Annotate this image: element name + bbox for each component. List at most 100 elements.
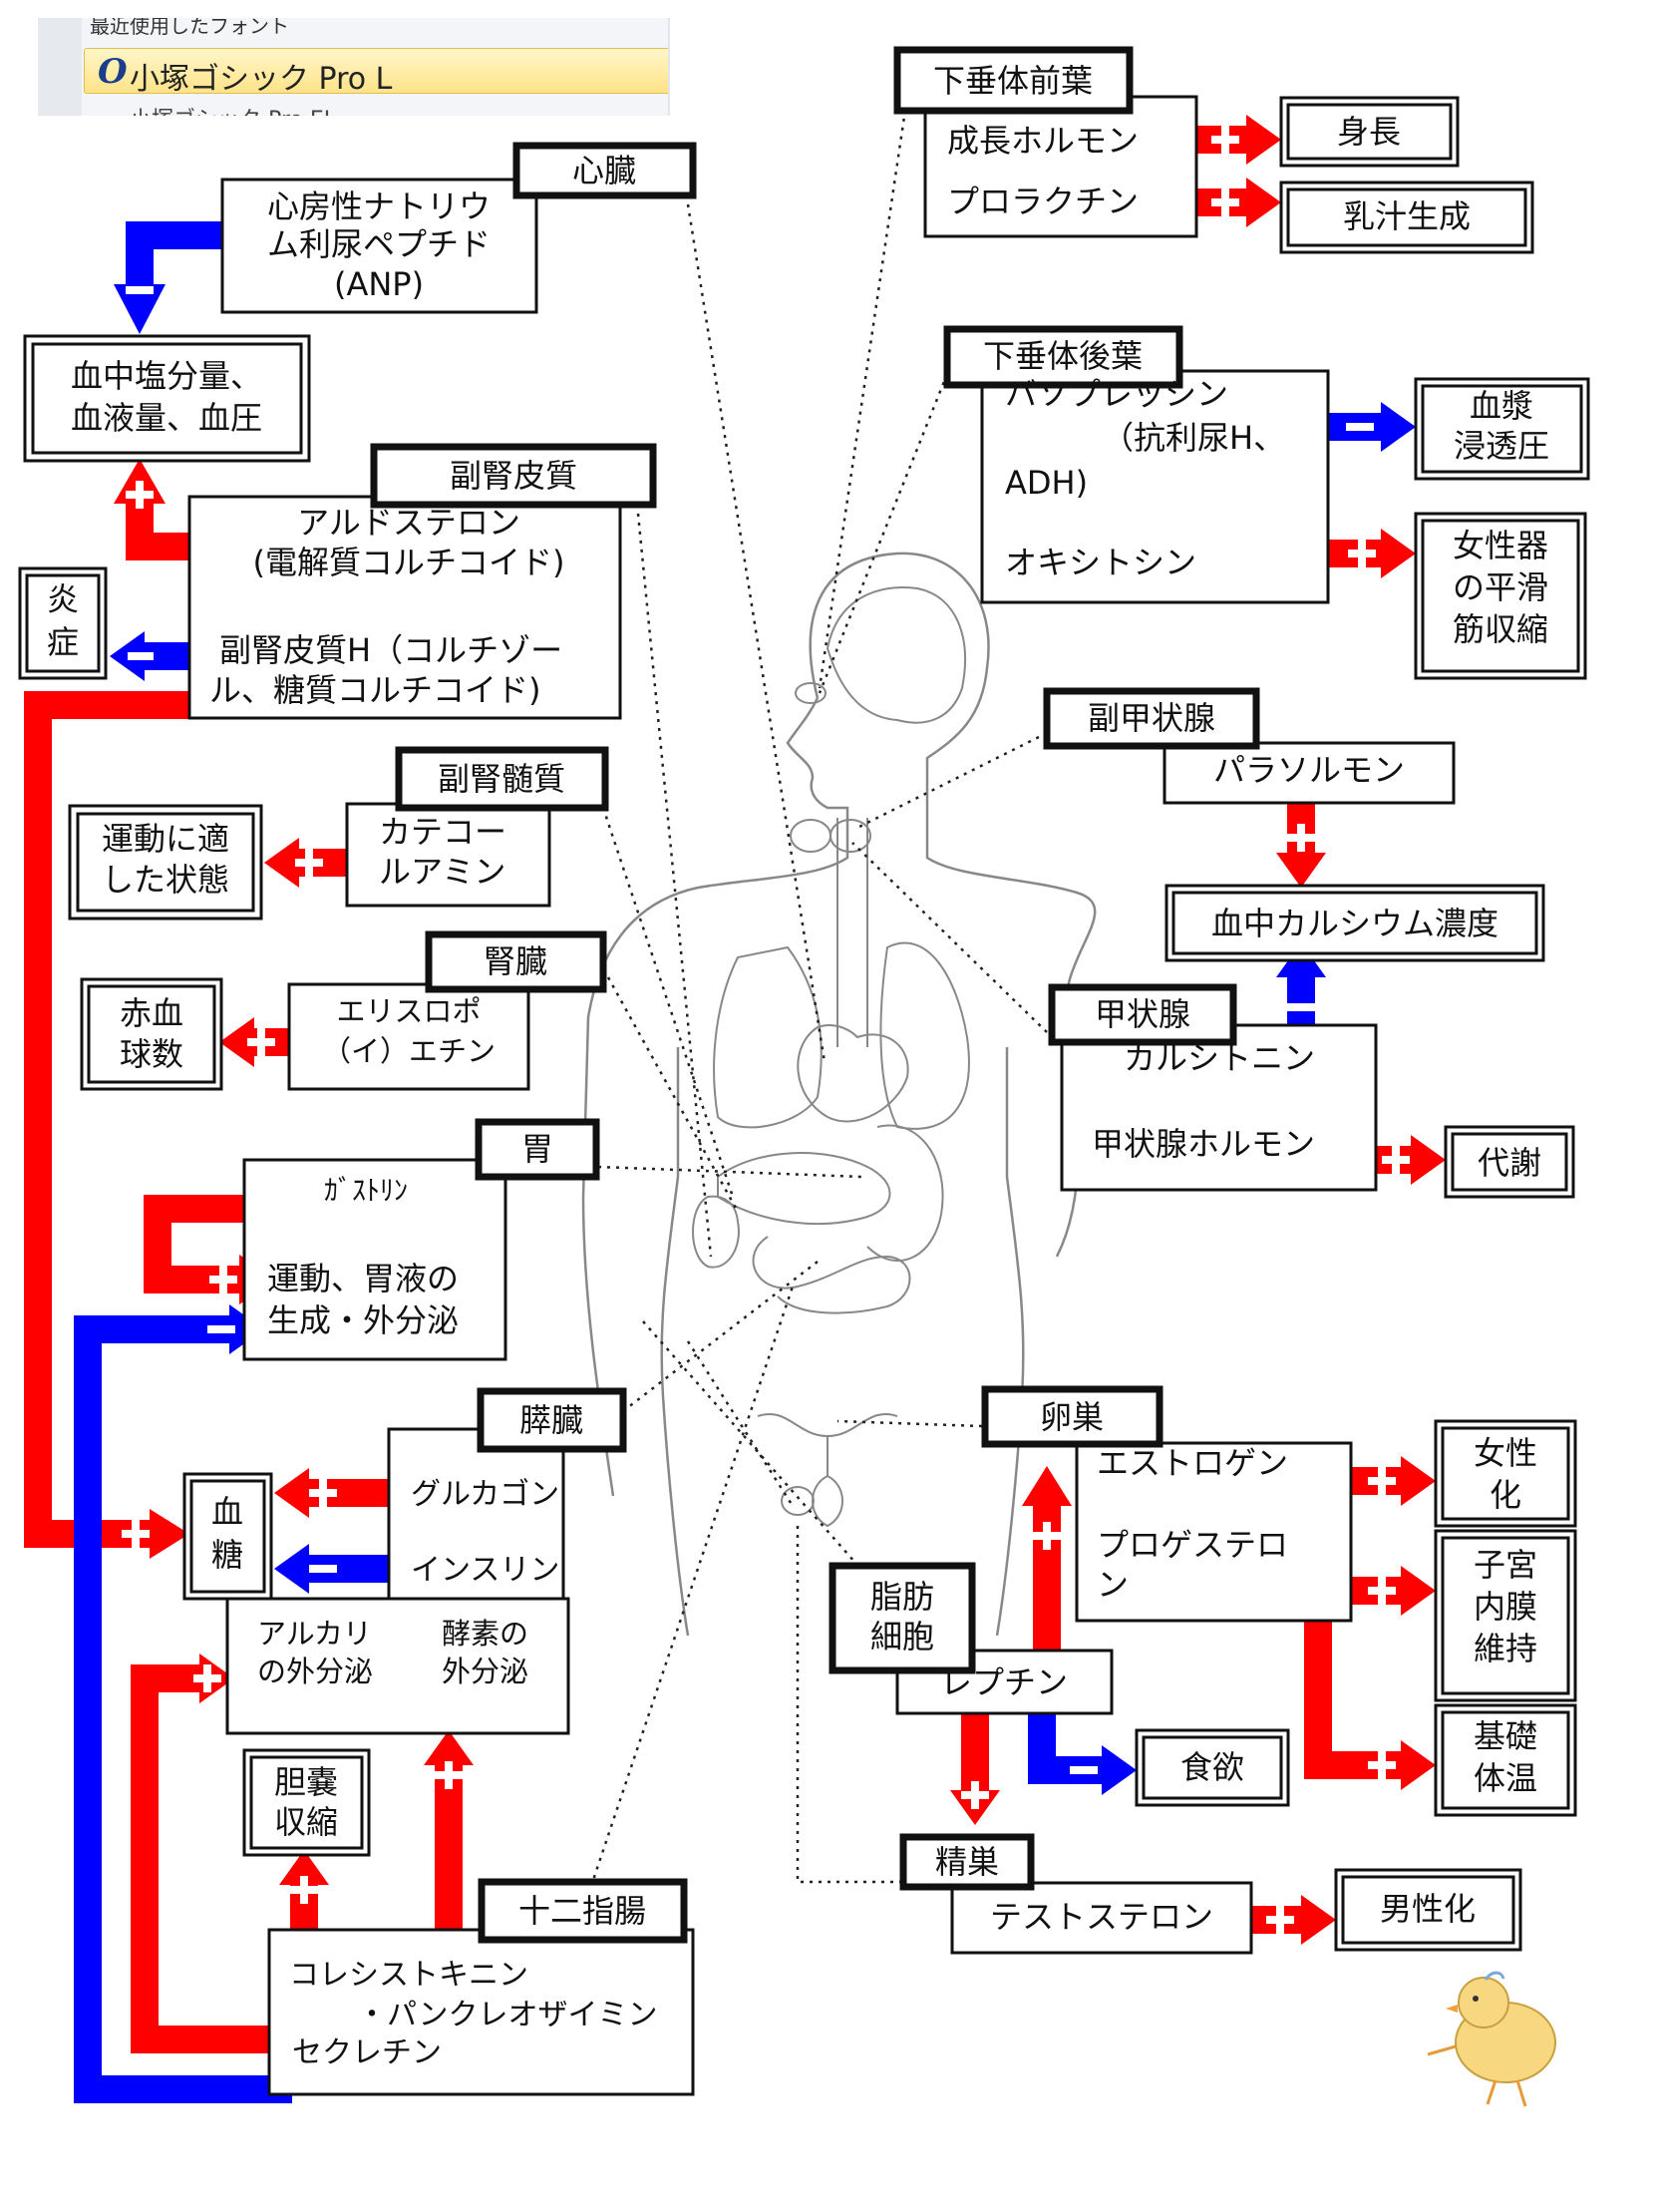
selected-font-label[interactable]: 小塚ゴシック Pro L <box>130 62 393 97</box>
plus-icon <box>1266 1906 1294 1934</box>
effect-body-temp-2: 体温 <box>1474 1759 1537 1797</box>
hormone-gastric-effect-1: 運動、胃液の <box>267 1260 459 1297</box>
hormone-glucagon: グルカゴン <box>411 1477 559 1512</box>
hormone-parathormone: パラソルモン <box>1213 751 1405 789</box>
plus-icon <box>1368 1751 1396 1779</box>
recent-fonts-header: 最近使用したフォント <box>90 18 289 38</box>
effect-blood-salt-2: 血液量、血圧 <box>71 399 262 437</box>
plus-icon <box>1368 1577 1396 1605</box>
organ-thyroid: 甲状腺 <box>1095 995 1190 1033</box>
effect-plasma-2: 浸透圧 <box>1454 427 1549 465</box>
effect-inflammation-1: 炎 <box>47 580 79 618</box>
hormone-insulin: インスリン <box>411 1553 559 1588</box>
hormone-alkali-1: アルカリ <box>257 1617 372 1651</box>
effect-gallbladder-2: 収縮 <box>274 1803 338 1841</box>
leader-lines <box>586 109 1048 1896</box>
effect-plasma-1: 血漿 <box>1470 387 1533 425</box>
effect-exercise-2: した状態 <box>102 861 229 899</box>
plus-icon <box>1211 126 1239 154</box>
organ-adrenal-medulla: 副腎髄質 <box>438 760 565 798</box>
hormone-aldosterone-1: アルドステロン <box>297 504 520 542</box>
plus-icon <box>435 1761 463 1789</box>
effect-feminization-2: 化 <box>1490 1476 1521 1514</box>
hormone-thyroid: 甲状腺ホルモン <box>1092 1125 1315 1163</box>
effect-endometrium-1: 子宮 <box>1474 1546 1537 1584</box>
hormone-catecholamine-2: ルアミン <box>379 853 505 891</box>
hormone-epo-1: エリスロポ <box>336 994 481 1028</box>
sign-symbols <box>122 126 1410 1934</box>
organ-adipocyte-line2: 細胞 <box>870 1618 934 1656</box>
effect-uterine-3: 筋収縮 <box>1453 610 1548 648</box>
body-silhouette <box>581 552 1097 1637</box>
menu-gutter <box>38 18 82 116</box>
hormone-anp-2: ム利尿ペプチド <box>267 225 491 263</box>
effect-endometrium-3: 維持 <box>1474 1630 1537 1667</box>
effect-masculinization: 男性化 <box>1380 1890 1476 1928</box>
plus-icon <box>247 1028 275 1056</box>
organ-posterior-pituitary: 下垂体後葉 <box>983 337 1143 375</box>
plus-icon <box>1287 824 1315 852</box>
plus-icon <box>209 1266 237 1293</box>
hormone-secretin: セクレチン <box>292 2035 442 2070</box>
hormone-vasopressin-2: （抗利尿H、 <box>1102 419 1285 457</box>
hormone-testosterone: テストステロン <box>990 1898 1213 1936</box>
plus-icon <box>122 1520 150 1548</box>
hormone-anp-1: 心房性ナトリウ <box>267 187 491 225</box>
hormone-cortisol-2: ル、糖質コルチコイド) <box>209 671 541 709</box>
chick-doodle <box>1427 1971 1556 2107</box>
plus-icon <box>126 481 154 509</box>
effect-uterine-1: 女性器 <box>1453 527 1548 564</box>
plus-icon <box>1348 540 1376 567</box>
organ-heart: 心臓 <box>572 152 636 189</box>
effect-appetite: 食欲 <box>1180 1748 1244 1786</box>
hormone-enzyme-2: 外分泌 <box>442 1655 528 1688</box>
effect-blood-salt-1: 血中塩分量、 <box>71 357 262 395</box>
effect-rbc-2: 球数 <box>120 1035 183 1073</box>
minus-icon <box>1070 1766 1098 1774</box>
hormone-leptin: レプチン <box>940 1663 1068 1701</box>
effect-height: 身長 <box>1337 113 1401 151</box>
effect-rbc-1: 赤血 <box>120 994 183 1032</box>
next-font-label[interactable]: 小塚ゴシック Pro EL <box>130 102 336 116</box>
effect-blood-sugar-1: 血 <box>211 1493 243 1531</box>
effect-blood-calcium: 血中カルシウム濃度 <box>1211 905 1498 942</box>
plus-icon <box>193 1664 221 1692</box>
organ-pancreas: 膵臓 <box>519 1401 583 1439</box>
minus-icon <box>126 286 154 294</box>
organ-testis: 精巣 <box>935 1843 999 1881</box>
effect-feminization-1: 女性 <box>1474 1434 1537 1472</box>
effect-blood-sugar-2: 糖 <box>211 1536 243 1574</box>
organ-headers <box>370 46 1260 1944</box>
hormone-vasopressin-3: ADH) <box>1005 464 1088 502</box>
minus-icon <box>309 1565 337 1573</box>
hormone-cortisol-1: 副腎皮質H（コルチゾー <box>219 631 562 669</box>
selected-font-item[interactable] <box>84 48 668 94</box>
plus-icon <box>290 1876 318 1904</box>
hormone-cck: コレシストキニン <box>289 1958 528 1993</box>
plus-icon <box>961 1781 989 1809</box>
hormone-progesterone-2: ン <box>1097 1566 1129 1604</box>
font-picker-menu: 最近使用したフォント O 小塚ゴシック Pro L 小塚ゴシック Pro EL <box>38 18 670 116</box>
effect-endometrium-2: 内膜 <box>1474 1588 1537 1626</box>
effect-lactation: 乳汁生成 <box>1343 197 1471 235</box>
hormone-epo-2: （イ）エチン <box>322 1034 496 1068</box>
hormone-gastric-effect-2: 生成・外分泌 <box>267 1301 459 1339</box>
effect-uterine-2: の平滑 <box>1453 568 1548 606</box>
plus-icon <box>1211 188 1239 216</box>
hormone-progesterone-1: プロゲステロ <box>1097 1526 1288 1564</box>
effect-boxes <box>18 96 1590 1952</box>
plus-icon <box>1382 1146 1410 1174</box>
boxes <box>187 95 1456 2096</box>
hormone-pancreozymin: ・パンクレオザイミン <box>357 1998 658 2032</box>
organ-adipocyte-line1: 脂肪 <box>870 1578 934 1616</box>
organ-duodenum: 十二指腸 <box>518 1892 646 1930</box>
minus-icon <box>1346 423 1374 431</box>
plus-icon <box>295 849 323 877</box>
plus-icon <box>1368 1467 1396 1495</box>
minus-icon <box>1287 1003 1315 1011</box>
effect-exercise-1: 運動に適 <box>102 820 229 858</box>
minus-icon <box>128 652 154 660</box>
minus-icon <box>207 1325 235 1333</box>
effect-metabolism: 代謝 <box>1478 1144 1541 1182</box>
